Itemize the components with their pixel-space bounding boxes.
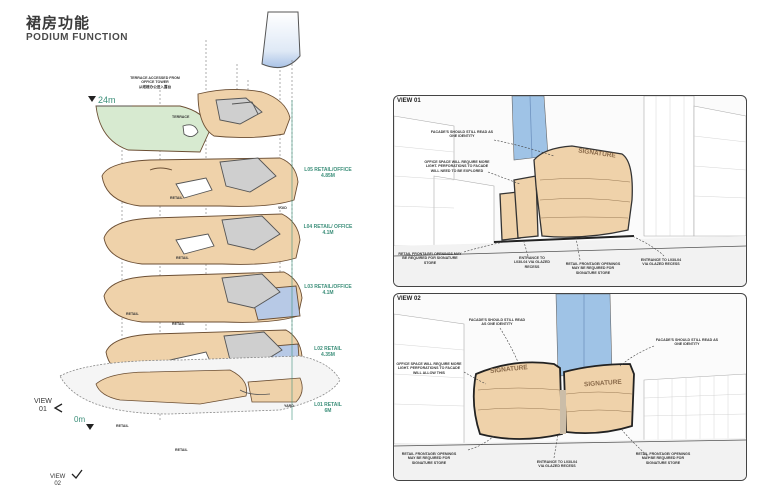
page-title-en: PODIUM FUNCTION xyxy=(26,32,128,43)
view02-note-entrance: ENTRANCE TO L03/L04 VIA GLAZED RECESS xyxy=(536,460,578,469)
view02-label: VIEW 02 xyxy=(397,296,421,302)
terrace-note-en: TERRACE ACCESSED FROM OFFICE TOWER xyxy=(130,76,180,85)
retail-label-l5: RETAIL xyxy=(170,196,183,200)
view01-note-retail-mid: RETAIL FRONTAGE/ OPENINGS MAY BE REQUIRE… xyxy=(565,262,621,275)
level-terrace xyxy=(95,88,291,153)
view01-label: VIEW 01 xyxy=(397,98,421,104)
axon-diagram: TERRACE ACCESSED FROM OFFICE TOWER 从塔楼办公… xyxy=(34,11,353,487)
terrace-label: TERRACE xyxy=(172,115,190,119)
retail-label-l3a: RETAIL xyxy=(126,312,139,316)
level-04 xyxy=(103,213,301,265)
retail-label-ground2: RETAIL xyxy=(175,448,188,452)
view02-note-retail-right: RETAIL FRONTAGE/ OPENINGS MAY BE REQUIRE… xyxy=(635,452,691,465)
level-03 xyxy=(103,271,303,323)
level-05 xyxy=(101,157,299,207)
view01-note-retail-left: RETAIL FRONTAGE/ OPENINGS MAY BE REQUIRE… xyxy=(398,252,462,265)
marker-0m xyxy=(86,424,94,430)
view01-note-office: OFFICE SPACE WILL REQUIRE MORE LIGHT. PE… xyxy=(424,160,490,173)
void-label: VOID xyxy=(278,206,287,210)
view02-panel: VIEW 02 SIGNATURE SIGNATURE FACADE'S SHO… xyxy=(393,293,747,481)
view01-note-entrance-left: ENTRANCE TO L03/L04 VIA GLAZED RECESS xyxy=(513,256,550,269)
view01-note-identity: FACADE'S SHOULD STILL READ AS ONE IDENTI… xyxy=(430,130,494,139)
retail-label-l4: RETAIL xyxy=(176,256,189,260)
view02-label: VIEW 02 xyxy=(50,474,66,487)
yard-label: YARD xyxy=(284,404,294,408)
view01-panel: VIEW 01 SIGNATURE FACADE'S SHOULD STILL … xyxy=(393,95,747,287)
level-01 xyxy=(59,355,341,415)
height-0m: 0m xyxy=(74,415,86,424)
view01-drawing xyxy=(394,96,746,286)
marker-24m xyxy=(88,96,96,102)
axon-drawing xyxy=(53,11,341,479)
view01-arrow xyxy=(53,403,63,413)
height-24m: 24m xyxy=(98,95,116,105)
view01-label: VIEW 01 xyxy=(34,398,52,413)
tower-shape xyxy=(261,11,301,69)
view02-note-office: OFFICE SPACE WILL REQUIRE MORE LIGHT. PE… xyxy=(396,362,462,375)
retail-label-ground: RETAIL xyxy=(116,424,129,428)
retail-label-l3b: RETAIL xyxy=(172,322,185,326)
view02-note-retail-left: RETAIL FRONTAGE/ OPENINGS MAY BE REQUIRE… xyxy=(401,452,457,465)
page-title-cn: 裙房功能 xyxy=(26,15,91,32)
view02-podium xyxy=(472,361,635,440)
view01-podium xyxy=(499,145,633,241)
view02-arrow xyxy=(71,469,83,479)
view02-drawing xyxy=(394,294,746,480)
terrace-note-cn: 从塔楼办公进入露台 xyxy=(138,84,172,89)
view02-note-identity-right: FACADE'S SHOULD STILL READ AS ONE IDENTI… xyxy=(655,338,719,347)
view01-note-entrance-right: ENTRANCE TO L03/L04 VIA GLAZED RECESS xyxy=(640,258,682,267)
view02-note-identity-left: FACADE'S SHOULD STILL READ AS ONE IDENTI… xyxy=(468,318,526,327)
